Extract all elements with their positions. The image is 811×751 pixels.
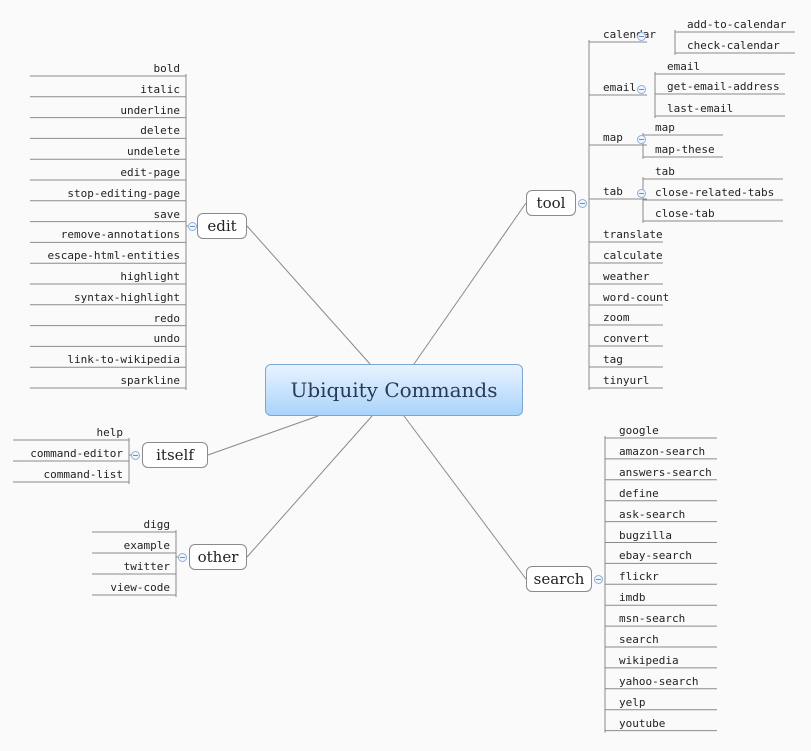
search-item-ask-search[interactable]: ask-search: [619, 507, 686, 521]
tool-item-tab[interactable]: tab: [655, 165, 675, 178]
edit-item-stop-editing-page[interactable]: stop-editing-page: [67, 186, 180, 200]
other-item-digg[interactable]: digg: [143, 518, 171, 531]
itself-item-command-editor[interactable]: command-editor: [30, 447, 123, 460]
edit-item-highlight[interactable]: highlight: [120, 270, 180, 283]
tool-collapse-toggle[interactable]: [578, 199, 587, 208]
itself-item-help[interactable]: help: [96, 426, 124, 439]
edit-item-escape-html-entities[interactable]: escape-html-entities: [47, 249, 180, 263]
other-collapse-toggle[interactable]: [178, 553, 187, 562]
tool-group-translate[interactable]: translate: [603, 228, 663, 241]
tool-group-email[interactable]: email: [603, 81, 637, 94]
tool-group-tab-toggle[interactable]: [637, 189, 646, 198]
search-item-search[interactable]: search: [619, 633, 659, 646]
edit-item-delete[interactable]: delete: [140, 124, 180, 138]
branch-tool[interactable]: tool: [526, 190, 576, 216]
branch-edit[interactable]: edit: [197, 213, 247, 239]
tool-item-email[interactable]: email: [667, 60, 701, 73]
edit-item-underline[interactable]: underline: [120, 103, 180, 117]
edit-item-undelete[interactable]: undelete: [127, 145, 180, 159]
other-item-view-code[interactable]: view-code: [110, 581, 170, 594]
branch-other[interactable]: other: [189, 544, 247, 570]
branch-search[interactable]: search: [526, 566, 592, 592]
tool-item-map[interactable]: map: [655, 121, 675, 134]
edit-item-italic[interactable]: italic: [140, 82, 180, 96]
edit-collapse-toggle[interactable]: [188, 222, 197, 231]
itself-item-command-list[interactable]: command-list: [43, 468, 123, 481]
search-item-ebay-search[interactable]: ebay-search: [619, 549, 692, 563]
tool-group-tab[interactable]: tab: [603, 185, 623, 198]
search-collapse-toggle[interactable]: [594, 575, 603, 584]
edit-item-save[interactable]: save: [153, 207, 181, 221]
search-item-bugzilla[interactable]: bugzilla: [619, 528, 672, 542]
search-item-amazon-search[interactable]: amazon-search: [619, 444, 706, 458]
tool-item-add-to-calendar[interactable]: add-to-calendar: [687, 18, 787, 31]
search-item-imdb[interactable]: imdb: [619, 591, 646, 605]
search-item-wikipedia[interactable]: wikipedia: [619, 653, 679, 667]
connector-central-tool: [413, 202, 527, 365]
edit-item-undo[interactable]: undo: [153, 332, 181, 346]
tool-group-map[interactable]: map: [603, 131, 623, 144]
search-item-answers-search[interactable]: answers-search: [619, 465, 712, 479]
edit-item-edit-page[interactable]: edit-page: [120, 166, 180, 179]
edit-item-remove-annotations[interactable]: remove-annotations: [60, 228, 180, 242]
tool-group-calendar[interactable]: calendar: [603, 28, 656, 41]
connector-central-edit: [246, 225, 371, 365]
tool-item-map-these[interactable]: map-these: [655, 143, 715, 156]
tool-group-tag[interactable]: tag: [603, 353, 623, 366]
tool-group-map-toggle[interactable]: [637, 135, 646, 144]
connector-central-search: [403, 415, 527, 580]
edit-item-redo[interactable]: redo: [153, 311, 181, 325]
search-item-flickr[interactable]: flickr: [619, 570, 659, 584]
other-item-twitter[interactable]: twitter: [123, 560, 170, 573]
tool-group-weather[interactable]: weather: [603, 270, 650, 283]
connector-central-other: [246, 415, 373, 558]
tool-group-calendar-toggle[interactable]: [637, 32, 646, 41]
tool-item-check-calendar[interactable]: check-calendar: [687, 39, 780, 52]
tool-group-zoom[interactable]: zoom: [603, 311, 630, 324]
search-item-yahoo-search[interactable]: yahoo-search: [619, 674, 699, 688]
edit-item-bold[interactable]: bold: [153, 62, 181, 75]
tool-group-convert[interactable]: convert: [603, 332, 650, 345]
other-item-example[interactable]: example: [123, 539, 170, 552]
tool-group-calculate[interactable]: calculate: [603, 249, 663, 262]
tool-group-word-count[interactable]: word-count: [603, 291, 670, 304]
branch-itself[interactable]: itself: [142, 442, 208, 468]
search-item-yelp[interactable]: yelp: [619, 695, 646, 709]
search-item-define[interactable]: define: [619, 486, 659, 500]
search-item-google[interactable]: google: [619, 424, 659, 437]
tool-group-tinyurl[interactable]: tinyurl: [603, 374, 650, 387]
central-topic[interactable]: Ubiquity Commands: [265, 364, 523, 416]
tool-item-last-email[interactable]: last-email: [667, 102, 734, 115]
tool-item-get-email-address[interactable]: get-email-address: [667, 80, 780, 93]
tool-item-close-related-tabs[interactable]: close-related-tabs: [655, 186, 775, 199]
tool-item-close-tab[interactable]: close-tab: [655, 207, 715, 220]
edit-item-link-to-wikipedia[interactable]: link-to-wikipedia: [67, 353, 180, 367]
edit-item-sparkline[interactable]: sparkline: [120, 374, 180, 387]
edit-item-syntax-highlight[interactable]: syntax-highlight: [74, 290, 180, 304]
tool-group-email-toggle[interactable]: [637, 85, 646, 94]
search-item-youtube[interactable]: youtube: [619, 716, 666, 730]
itself-collapse-toggle[interactable]: [131, 451, 140, 460]
connector-central-itself: [207, 415, 319, 456]
search-item-msn-search[interactable]: msn-search: [619, 612, 686, 626]
